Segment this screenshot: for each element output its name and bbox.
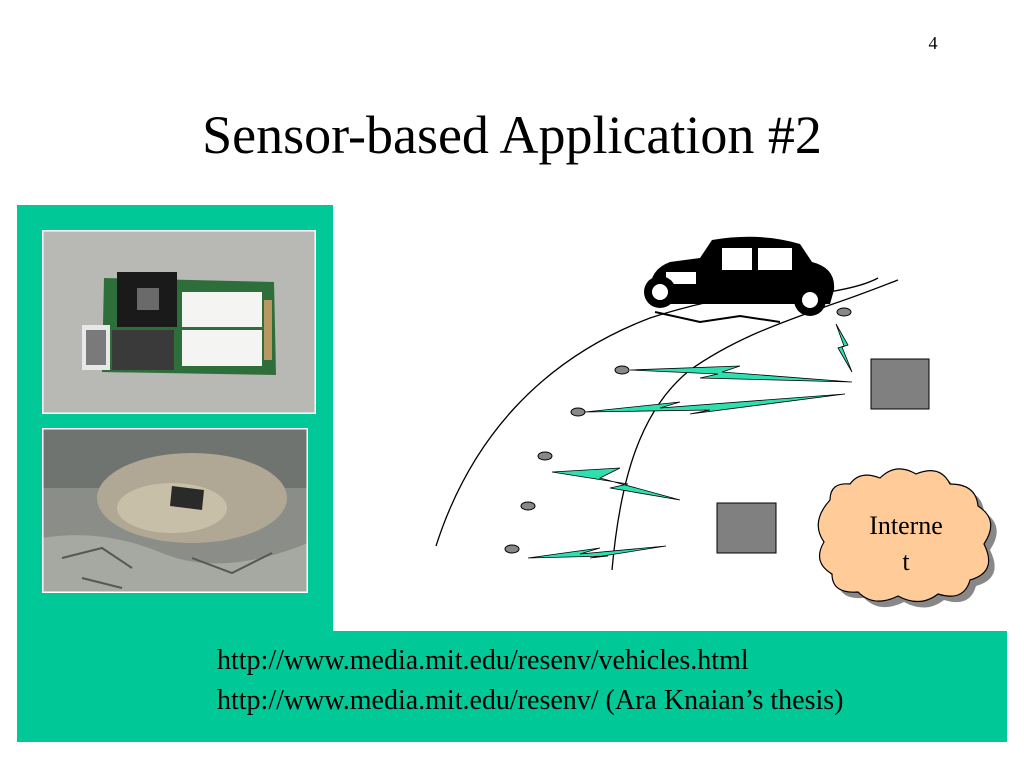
wireless-link-icon xyxy=(551,467,681,501)
page-number: 4 xyxy=(928,33,938,53)
wireless-link-icon xyxy=(629,365,853,383)
base-station-box xyxy=(716,502,777,554)
sensor-board-photo xyxy=(42,230,316,414)
road-right-edge xyxy=(611,279,899,571)
sensor-node-icon xyxy=(520,501,536,511)
internet-cloud-label: Interne t xyxy=(842,508,970,580)
slide-title: Sensor-based Application #2 xyxy=(202,105,822,165)
pothole-photo xyxy=(42,428,308,593)
wireless-link-icon xyxy=(584,393,846,415)
reference-link[interactable]: http://www.media.mit.edu/resenv/vehicles… xyxy=(217,645,749,676)
sensor-node-icon xyxy=(537,451,553,461)
wireless-link-icon xyxy=(835,323,853,373)
road-left-edge xyxy=(435,289,761,547)
car-icon xyxy=(644,236,835,324)
road-sensor-diagram xyxy=(435,236,997,608)
wireless-link-icon xyxy=(527,545,667,559)
reference-links: http://www.media.mit.edu/resenv/vehicles… xyxy=(217,641,1007,721)
cloud-label-line: Interne xyxy=(869,511,943,540)
cloud-label-line: t xyxy=(902,547,910,576)
sensor-node-icon xyxy=(614,365,630,375)
base-station-box xyxy=(870,358,930,410)
reference-link[interactable]: http://www.media.mit.edu/resenv/ (Ara Kn… xyxy=(217,685,844,716)
sensor-node-icon xyxy=(504,544,520,554)
sensor-node-icon xyxy=(570,407,586,417)
sensor-node-icon xyxy=(836,307,852,317)
internet-cloud-icon xyxy=(817,468,992,603)
